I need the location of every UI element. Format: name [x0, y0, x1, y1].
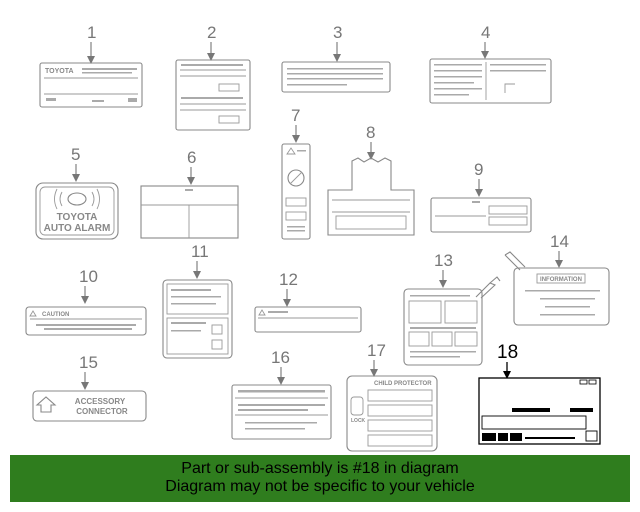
callout-number-8: 8	[366, 123, 375, 142]
callout-number-4: 4	[481, 23, 490, 42]
accessory-line1: ACCESSORY	[75, 397, 126, 406]
toyota-text: TOYOTA	[45, 68, 74, 75]
part-16[interactable]: 16	[231, 348, 332, 440]
callout-number-1: 1	[87, 23, 96, 42]
callout-number-17: 17	[367, 341, 386, 360]
part-2[interactable]: 2	[175, 23, 251, 131]
part-11[interactable]: 11	[162, 242, 233, 359]
callout-number-16: 16	[271, 348, 290, 367]
banner-line-2: Diagram may not be specific to your vehi…	[165, 478, 475, 495]
part-13[interactable]: 13	[403, 251, 501, 366]
callout-number-2: 2	[207, 23, 216, 42]
part-9[interactable]: 9	[430, 160, 532, 233]
accessory-line2: CONNECTOR	[76, 407, 128, 416]
lock-text: LOCK	[351, 418, 366, 424]
callout-number-9: 9	[474, 160, 483, 179]
part-7[interactable]: 7	[281, 106, 311, 240]
part-12[interactable]: 12	[254, 270, 362, 333]
part-4[interactable]: 4	[429, 23, 552, 104]
part-14[interactable]: 14 INFORMATION	[504, 232, 610, 326]
caution-text: CAUTION	[42, 312, 69, 318]
part-18[interactable]: 18	[478, 342, 601, 445]
auto-alarm-line2: AUTO ALARM	[44, 223, 111, 234]
callout-number-10: 10	[79, 267, 98, 286]
information-text: INFORMATION	[540, 277, 582, 283]
auto-alarm-line1: TOYOTA	[57, 212, 98, 223]
info-banner: Part or sub-assembly is #18 in diagram D…	[10, 455, 630, 502]
callout-number-11: 11	[191, 242, 209, 261]
callout-number-3: 3	[333, 23, 342, 42]
part-6[interactable]: 6	[140, 148, 239, 239]
labels-diagram: 1 TOYOTA 2 3 4	[25, 23, 610, 452]
part-1[interactable]: 1 TOYOTA	[39, 23, 143, 108]
callout-number-15: 15	[79, 353, 98, 372]
part-17[interactable]: 17 CHILD PROTECTOR LOCK	[346, 341, 438, 452]
part-10[interactable]: 10 CAUTION	[25, 267, 147, 336]
callout-number-5: 5	[71, 145, 80, 164]
callout-number-7: 7	[291, 106, 300, 125]
part-8[interactable]: 8	[327, 123, 415, 236]
callout-number-6: 6	[187, 148, 196, 167]
child-protector-text: CHILD PROTECTOR	[374, 381, 432, 387]
banner-line-1: Part or sub-assembly is #18 in diagram	[181, 460, 459, 477]
callout-number-13: 13	[434, 251, 453, 270]
callout-number-12: 12	[279, 270, 298, 289]
part-15[interactable]: 15 ACCESSORY CONNECTOR	[32, 353, 147, 422]
callout-number-18: 18	[497, 342, 518, 363]
callout-number-14: 14	[550, 232, 569, 251]
part-3[interactable]: 3	[281, 23, 391, 93]
part-5[interactable]: 5 TOYOTA AUTO ALARM	[35, 145, 119, 240]
